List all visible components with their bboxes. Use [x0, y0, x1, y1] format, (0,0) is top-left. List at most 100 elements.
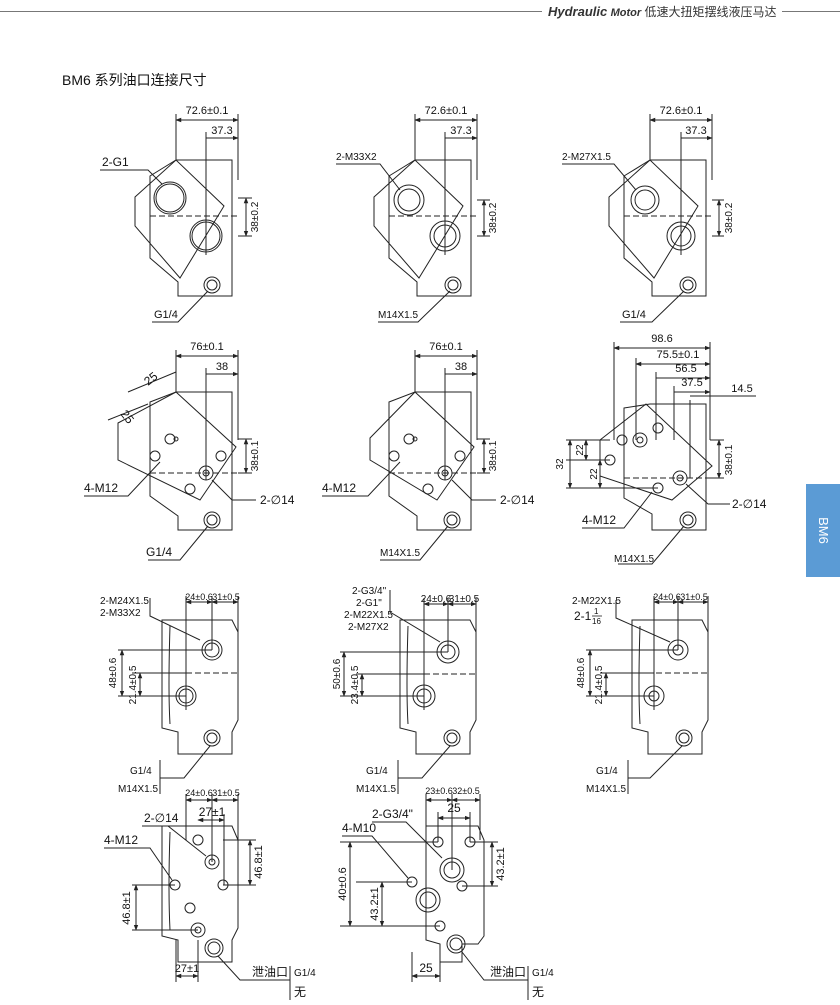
drain-r2c2: M14X1.5	[380, 548, 420, 559]
drawing-r3c2	[340, 590, 477, 794]
dim-r4c2-c: 25	[447, 801, 461, 815]
drain-cn-r4c2: 泄油口	[490, 965, 526, 979]
drain1-r3c3: G1/4	[596, 766, 618, 777]
dim-r2c2-mid: 38	[455, 361, 467, 373]
dim-r2c3-d2: 75.5±0.1	[657, 349, 700, 361]
bolt-r2c3: 4-M12	[582, 513, 616, 527]
port2-r3c1: 2-M33X2	[100, 608, 141, 619]
dim-r1c2-top: 72.6±0.1	[425, 105, 468, 117]
dim-r3c2-h2: 23.4±0.5	[350, 665, 361, 704]
drain-cn-r4c1: 泄油口	[252, 965, 288, 979]
port-r4c2: 2-G3/4"	[372, 807, 413, 821]
dim-r3c1-h2: 21.4±0.5	[128, 665, 139, 704]
port2-r3c2: 2-G1"	[356, 598, 382, 609]
dim-r2c3-v3: 22	[589, 468, 600, 480]
port-r2c1: 2-∅14	[260, 493, 295, 507]
dim-r2c3-d1: 98.6	[651, 333, 672, 345]
header-title: Hydraulic Motor 低速大扭矩摆线液压马达	[548, 3, 777, 20]
port1-r3c3: 2-M22X1.5	[572, 596, 621, 607]
port-r1c1: 2-G1	[102, 155, 129, 169]
dim-r2c2-top: 76±0.1	[429, 341, 463, 353]
frac-den-r3c3: 16	[592, 617, 601, 626]
dim-r2c3-v2: 22	[575, 444, 586, 456]
dim-r2c3-d5: 14.5	[731, 383, 752, 395]
frac-num-r3c3: 1	[594, 607, 599, 616]
dim-r4c2-a: 23±0.6	[425, 786, 452, 796]
port4-r3c2: 2-M27X2	[348, 622, 389, 633]
port1-r3c2: 2-G3/4"	[352, 586, 387, 597]
dim-r4c2-v1: 43.2±1	[495, 847, 507, 881]
dim-r4c2-b: 32±0.5	[452, 786, 479, 796]
dim-r3c2-b: 31±0.5	[449, 594, 480, 605]
drawing-r3c1	[118, 596, 239, 794]
drawing-r2c1	[84, 350, 256, 561]
bolt-r2c1: 4-M12	[84, 481, 118, 495]
dim-r2c3-d4: 37.5	[681, 377, 702, 389]
drain2-r3c3: M14X1.5	[586, 784, 626, 795]
dim-r3c2-a: 24±0.6	[421, 594, 452, 605]
dim-r2c2-side: 38±0.1	[488, 440, 499, 471]
side-tab[interactable]: BM6	[806, 484, 840, 577]
port-r2c2: 2-∅14	[500, 493, 535, 507]
drawing-r1c1	[100, 114, 252, 323]
dim-r4c1-b: 31±0.5	[212, 788, 239, 798]
dim-r4c1-v2: 46.8±1	[121, 891, 133, 925]
header-brand: Hydraulic	[548, 4, 608, 19]
drain2-r3c2: M14X1.5	[356, 784, 396, 795]
bolt-r4c1: 4-M12	[104, 833, 138, 847]
dim-r2c1-top: 76±0.1	[190, 341, 224, 353]
dim-r2c3-side: 38±0.1	[724, 444, 735, 475]
dim-r4c2-v3: 43.2±1	[369, 887, 381, 921]
drain-r2c1: G1/4	[146, 545, 172, 559]
drain1-r3c2: G1/4	[366, 766, 388, 777]
header-cn: 低速大扭矩摆线液压马达	[644, 5, 777, 19]
dim-r3c2-h1: 50±0.6	[332, 658, 343, 689]
dim-r2c3-d3: 56.5	[675, 363, 696, 375]
drain-r1c1: G1/4	[154, 309, 178, 321]
port-r4c1: 2-∅14	[144, 811, 179, 825]
dim-r4c1-a: 24±0.6	[185, 788, 212, 798]
dim-r3c3-b: 31±0.5	[680, 592, 707, 602]
dim-r3c3-a: 24±0.6	[653, 592, 680, 602]
drawing-r4c1	[104, 794, 291, 1000]
dim-r4c1-bot: 27±1	[175, 963, 199, 975]
drain1-r3c1: G1/4	[130, 766, 152, 777]
port3-r3c2: 2-M22X1.5	[344, 610, 393, 621]
none-r4c2: 无	[532, 985, 544, 999]
dim-r3c3-h1: 48±0.6	[576, 657, 587, 688]
drain-r2c3: M14X1.5	[614, 554, 654, 565]
drawing-r1c2	[336, 114, 490, 323]
dim-r3c1-b: 31±0.5	[212, 592, 239, 602]
dim-r4c2-bot: 25	[419, 961, 433, 975]
drawing-r3c3	[586, 596, 709, 794]
port2-r3c3: 2-1	[574, 609, 592, 623]
dim-r1c3-side: 38±0.2	[724, 202, 735, 233]
header-rule-right	[782, 11, 840, 12]
port1-r3c1: 2-M24X1.5	[100, 596, 149, 607]
drain-r1c3: G1/4	[622, 309, 646, 321]
dim-r1c2-mid: 37.3	[450, 125, 471, 137]
port-r1c3: 2-M27X1.5	[562, 152, 611, 163]
bolt-r2c2: 4-M12	[322, 481, 356, 495]
dim-r3c3-h2: 21.4±0.5	[594, 665, 605, 704]
drawing-r2c3	[566, 342, 756, 565]
dim-r1c3-top: 72.6±0.1	[660, 105, 703, 117]
dim-r1c1-side: 38±0.2	[250, 201, 261, 232]
page-title: BM6 系列油口连接尺寸	[62, 72, 207, 88]
drain-r4c2: G1/4	[532, 968, 554, 979]
dim-r2c3-v1: 32	[555, 458, 566, 470]
dim-r4c1-v1: 46.8±1	[253, 845, 265, 879]
dim-r2c1-mid: 38	[216, 361, 228, 373]
drawing-r1c3	[562, 114, 724, 323]
port-r2c3: 2-∅14	[732, 497, 767, 511]
dim-r4c1-c: 27±1	[199, 805, 226, 819]
bolt-r4c2: 4-M10	[342, 821, 376, 835]
dim-r3c1-h1: 48±0.6	[108, 657, 119, 688]
header-rule-left	[0, 11, 542, 12]
port-r1c2: 2-M33X2	[336, 152, 377, 163]
dim-r3c1-a: 24±0.6	[185, 592, 212, 602]
drain2-r3c1: M14X1.5	[118, 784, 158, 795]
dim-r1c3-mid: 37.3	[685, 125, 706, 137]
drain-r1c2: M14X1.5	[378, 310, 418, 321]
